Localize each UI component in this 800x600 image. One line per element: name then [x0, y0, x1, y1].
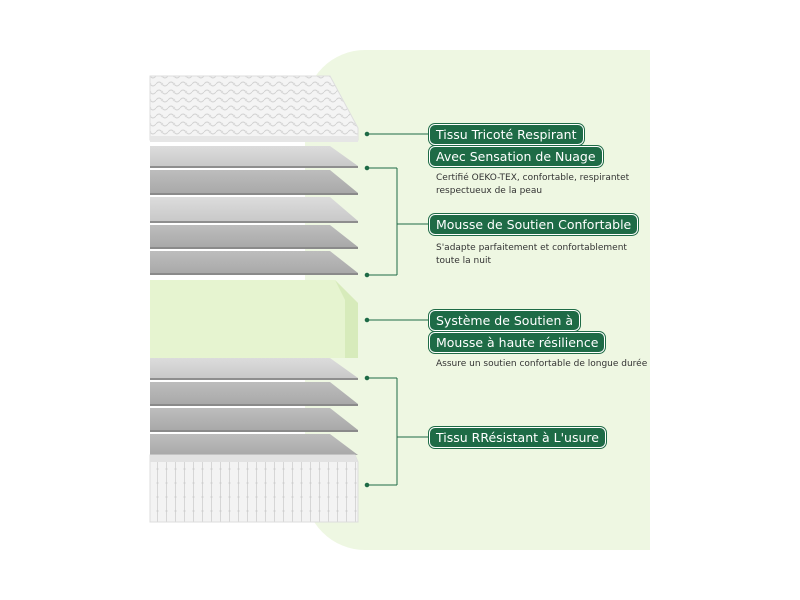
description-knitted-fabric: Certifié OEKO-TEX, confortable, respiran…	[436, 173, 630, 196]
connector-lines	[364, 131, 430, 488]
description-support-system: Assure un soutien confortable de longue …	[436, 359, 648, 369]
label-knitted-fabric-line1: Tissu Tricoté Respirant	[430, 125, 583, 144]
label-comfort-foam: Mousse de Soutien Confortable	[430, 215, 638, 234]
support-layers	[150, 358, 358, 455]
wear-resistant-fabric-layer	[149, 454, 359, 523]
high-resilience-foam-layer	[150, 280, 358, 358]
comfort-foam-layers	[150, 146, 358, 275]
description-comfort-foam: S'adapte parfaitement et confortablement…	[436, 243, 627, 266]
quilted-top-layer	[149, 75, 359, 142]
label-knitted-fabric-line2: Avec Sensation de Nuage	[430, 147, 602, 166]
label-wear-resistant-fabric: Tissu RRésistant à L'usure	[430, 428, 605, 447]
label-support-system-line2: Mousse à haute résilience	[430, 333, 605, 352]
label-support-system-line1: Système de Soutien à	[430, 311, 579, 330]
